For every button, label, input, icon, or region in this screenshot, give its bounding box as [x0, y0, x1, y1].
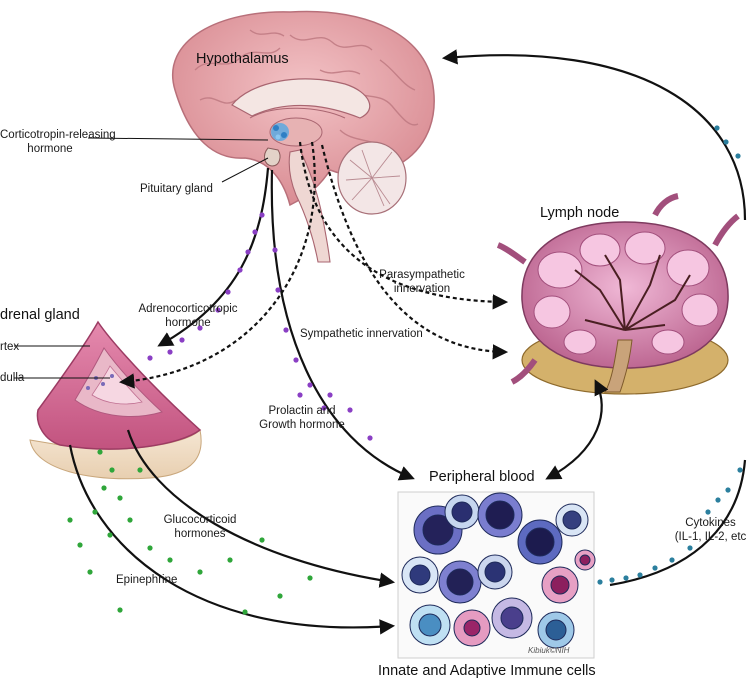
lymph-node	[496, 193, 740, 395]
crh-label-line1: Corticotropin-releasing	[0, 129, 116, 141]
immune-cells-label: Innate and Adaptive Immune cells	[378, 663, 596, 679]
parasympathetic-label-line2: innervation	[393, 283, 451, 295]
epinephrine-label: Epinephrine	[116, 574, 178, 586]
peripheral-blood-label: Peripheral blood	[429, 469, 535, 485]
cytokines-label: Cytokines (IL-1, IL-2, etc	[672, 516, 749, 544]
artist-signature: Kibiuk©NIH	[528, 646, 570, 655]
parasympathetic-label-line1: Parasympathetic	[379, 269, 465, 281]
cortex-label: rtex	[0, 341, 20, 353]
teal-cytokine-dots	[597, 125, 743, 585]
pituitary-label: Pituitary gland	[140, 183, 213, 195]
acth-label: Adrenocorticotropic hormone	[128, 302, 248, 330]
purple-hormone-dots	[147, 212, 373, 441]
leader-lines	[14, 137, 269, 379]
cerebellum	[337, 141, 407, 215]
hypothalamus-nucleus	[271, 123, 289, 141]
nerve-arrows	[118, 141, 509, 389]
medulla-label: dulla	[0, 372, 25, 384]
prolactin-label-line1: Prolactin and	[268, 405, 336, 417]
crh-label-line2: hormone	[27, 143, 73, 155]
green-hormone-dots	[67, 449, 313, 615]
parasympathetic-label: Parasympathetic innervation	[372, 268, 472, 296]
acth-label-line2: hormone	[165, 317, 211, 329]
prolactin-label: Prolactin and Growth hormone	[252, 404, 352, 432]
immune-cells-panel	[397, 491, 596, 659]
brain	[172, 10, 435, 263]
pathway-arrows	[68, 49, 747, 635]
sympathetic-label: Sympathetic innervation	[300, 328, 423, 340]
glucocorticoid-label: Glucocorticoid hormones	[150, 513, 250, 541]
lymph-node-label: Lymph node	[540, 205, 620, 221]
adrenal-gland-label: drenal gland	[0, 307, 80, 323]
hypothalamus-label: Hypothalamus	[196, 51, 289, 67]
glucocorticoid-label-line1: Glucocorticoid	[163, 514, 237, 526]
cytokines-label-line2: (IL-1, IL-2, etc	[674, 531, 747, 543]
acth-label-line1: Adrenocorticotropic	[138, 303, 238, 315]
adrenal-gland	[29, 320, 202, 480]
glucocorticoid-label-line2: hormones	[174, 528, 226, 540]
prolactin-label-line2: Growth hormone	[259, 419, 345, 431]
cytokines-label-line1: Cytokines	[685, 517, 736, 529]
crh-label: Corticotropin-releasing hormone	[0, 128, 116, 156]
